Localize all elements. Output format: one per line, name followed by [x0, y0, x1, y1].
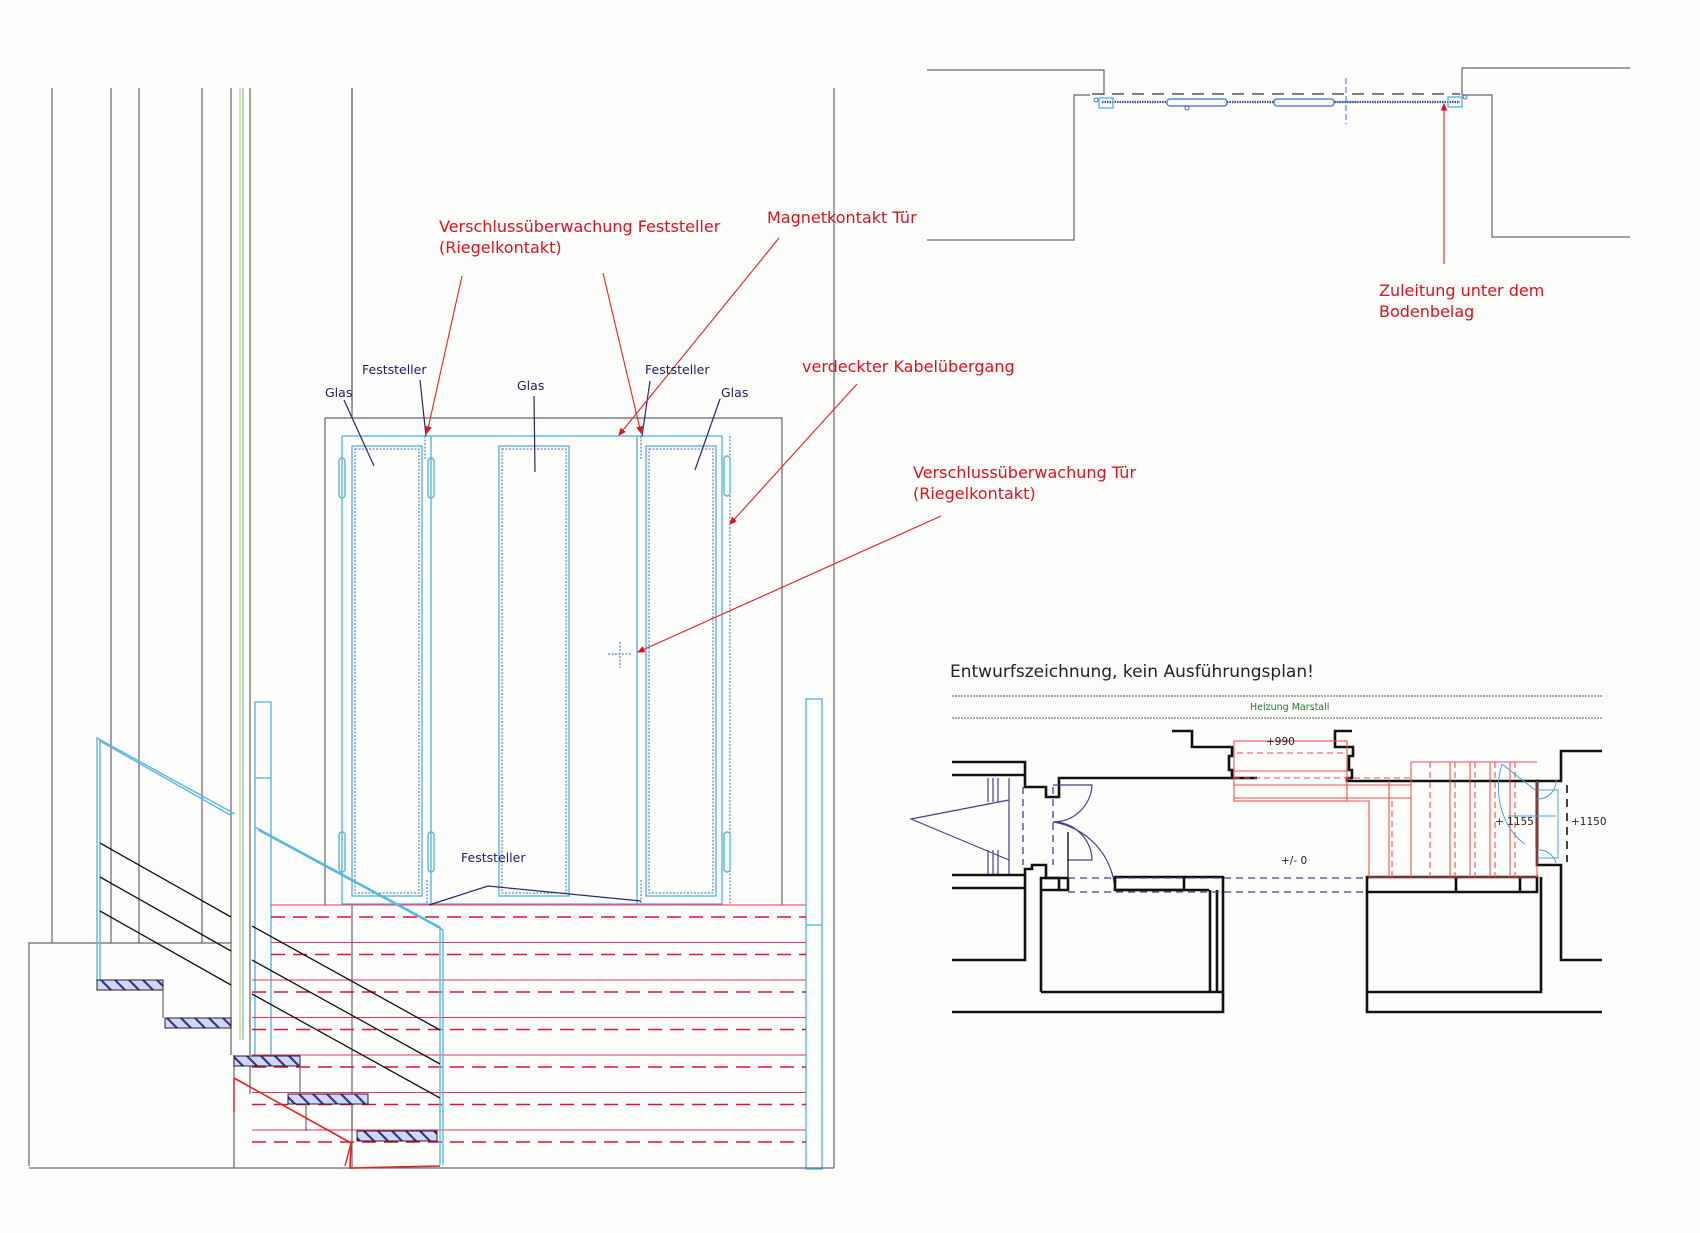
- post-right: [805, 698, 823, 1170]
- label-verdeckter-kabeluebergang: verdeckter Kabelübergang: [802, 357, 1015, 376]
- tread: [356, 1130, 438, 1142]
- hinge: [338, 457, 346, 499]
- plan-stair-left: [908, 778, 1010, 875]
- wall-lines: [51, 88, 835, 1168]
- label-verschluss-feststeller: Verschlussüberwachung Feststeller: [439, 217, 721, 236]
- label-leaders: [343, 379, 721, 906]
- hinge: [427, 831, 435, 873]
- door-swing: [1052, 821, 1093, 861]
- hinge: [427, 457, 435, 499]
- tread: [164, 1017, 232, 1029]
- label-bodenbelag: Bodenbelag: [1379, 302, 1474, 321]
- plan-stair-right: [1233, 740, 1538, 878]
- level-outside: +1150: [1571, 816, 1607, 828]
- annotation-arrows: [425, 237, 942, 653]
- tread: [96, 979, 164, 991]
- level-upper: +990: [1266, 736, 1295, 748]
- label-zuleitung: Zuleitung unter dem: [1379, 281, 1544, 300]
- level-ground: +/- 0: [1281, 855, 1307, 867]
- hinge: [338, 831, 346, 873]
- plan-door-right: [1498, 763, 1559, 864]
- door-frame: [338, 435, 731, 905]
- elevation-view: Verschlussüberwachung Feststeller (Riege…: [28, 88, 1136, 1170]
- threshold-bar: [1098, 97, 1114, 109]
- railing-infill: [99, 842, 441, 1099]
- label-heizung-marstall: Heizung Marstall: [1250, 702, 1329, 713]
- stair-treads: [96, 979, 438, 1142]
- handrail-right: [254, 826, 444, 1165]
- label-feststeller-left: Feststeller: [362, 362, 427, 377]
- handrail-left: [96, 736, 236, 981]
- hinge: [723, 455, 731, 497]
- label-feststeller-right: Feststeller: [645, 362, 710, 377]
- tread: [233, 1055, 301, 1067]
- label-glas-right: Glas: [721, 385, 748, 400]
- threshold-bar: [1447, 96, 1463, 108]
- label-glas-center: Glas: [517, 378, 544, 393]
- tread: [287, 1093, 369, 1105]
- label-verschluss-tuer-sub: (Riegelkontakt): [913, 484, 1036, 503]
- label-feststeller-bottom: Feststeller: [461, 850, 526, 865]
- label-magnetkontakt: Magnetkontakt Tür: [767, 208, 917, 227]
- floor-plan: Entwurfszeichnung, kein Ausführungsplan!…: [908, 662, 1607, 1014]
- label-verschluss-feststeller-sub: (Riegelkontakt): [439, 238, 562, 257]
- label-verschluss-tuer: Verschlussüberwachung Tür: [913, 463, 1136, 482]
- stair-risers: [252, 904, 806, 1143]
- crosshair-marker: [608, 642, 632, 668]
- plan-disclaimer: Entwurfszeichnung, kein Ausführungsplan!: [950, 662, 1314, 682]
- label-glas-left: Glas: [325, 385, 352, 400]
- stair-stringer: [233, 1077, 441, 1169]
- door-swing: [1052, 784, 1093, 823]
- hinge: [723, 831, 731, 873]
- glass-panel-right: [645, 445, 717, 897]
- glass-panel-left: [351, 445, 423, 897]
- post-left: [254, 701, 272, 1063]
- threshold-plan-detail: Zuleitung unter dem Bodenbelag: [927, 67, 1630, 321]
- glass-panel-center: [498, 445, 570, 897]
- level-landing: + 1155: [1495, 816, 1534, 828]
